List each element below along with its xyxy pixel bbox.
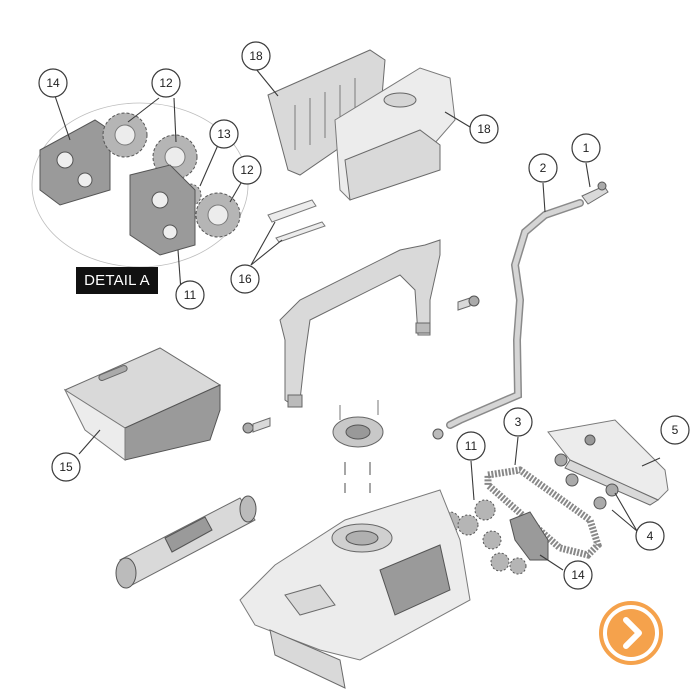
brush-roller bbox=[115, 495, 257, 589]
svg-text:2: 2 bbox=[540, 161, 547, 175]
svg-text:5: 5 bbox=[672, 423, 679, 437]
chevron-right-icon bbox=[623, 617, 642, 649]
svg-text:12: 12 bbox=[240, 163, 254, 177]
bolt bbox=[242, 417, 271, 434]
gear-12-top bbox=[102, 112, 148, 158]
callout-13: 13 bbox=[209, 119, 239, 149]
swivel-1 bbox=[581, 181, 609, 205]
callout-3: 3 bbox=[503, 407, 533, 437]
callout-14-lower: 14 bbox=[563, 560, 593, 590]
callout-4: 4 bbox=[635, 521, 665, 551]
screws bbox=[344, 462, 371, 493]
svg-text:14: 14 bbox=[46, 76, 60, 90]
handle bbox=[279, 239, 441, 408]
callout-18-right: 18 bbox=[469, 114, 499, 144]
callout-14-detail: 14 bbox=[38, 68, 68, 98]
callout-1: 1 bbox=[571, 133, 601, 163]
svg-text:16: 16 bbox=[238, 272, 252, 286]
housing-hole bbox=[151, 191, 169, 209]
callout-15: 15 bbox=[51, 452, 81, 482]
callout-11-lower: 11 bbox=[456, 431, 486, 461]
svg-text:3: 3 bbox=[515, 415, 522, 429]
svg-text:11: 11 bbox=[465, 439, 478, 453]
gearbox-plate-left bbox=[39, 119, 111, 206]
svg-text:18: 18 bbox=[249, 49, 263, 63]
gearbox-plate-14 bbox=[509, 511, 549, 575]
track-belt bbox=[484, 466, 602, 559]
hose-tube bbox=[432, 199, 584, 440]
detail-a-label: DETAIL A bbox=[76, 267, 158, 294]
impeller-disc bbox=[332, 400, 384, 448]
bolt bbox=[457, 295, 480, 311]
svg-text:1: 1 bbox=[583, 141, 590, 155]
next-button[interactable] bbox=[597, 599, 665, 667]
side-cover bbox=[547, 419, 669, 506]
wheels-4 bbox=[554, 453, 619, 510]
filter-cover bbox=[334, 67, 456, 201]
filter-basket bbox=[63, 347, 222, 461]
plate-hole bbox=[77, 172, 93, 188]
callout-5: 5 bbox=[660, 415, 690, 445]
gearbox-housing bbox=[129, 164, 196, 256]
callout-18-left: 18 bbox=[241, 41, 271, 71]
svg-text:4: 4 bbox=[647, 529, 654, 543]
callout-12-right: 12 bbox=[232, 155, 262, 185]
gear-12-right bbox=[195, 192, 241, 238]
main-body bbox=[239, 489, 471, 689]
svg-text:14: 14 bbox=[571, 568, 585, 582]
svg-text:18: 18 bbox=[477, 122, 491, 136]
plate-hole bbox=[56, 151, 74, 169]
filter-strips bbox=[267, 199, 326, 243]
next-button-fill bbox=[607, 609, 655, 657]
svg-text:12: 12 bbox=[159, 76, 173, 90]
svg-text:11: 11 bbox=[184, 288, 197, 302]
callout-2: 2 bbox=[528, 153, 558, 183]
callout-16: 16 bbox=[230, 264, 260, 294]
housing-hole bbox=[162, 224, 178, 240]
detail-a-group bbox=[31, 102, 249, 268]
svg-text:13: 13 bbox=[217, 127, 231, 141]
callout-11-detail: 11 bbox=[175, 280, 205, 310]
callout-12-top: 12 bbox=[151, 68, 181, 98]
svg-text:15: 15 bbox=[59, 460, 73, 474]
